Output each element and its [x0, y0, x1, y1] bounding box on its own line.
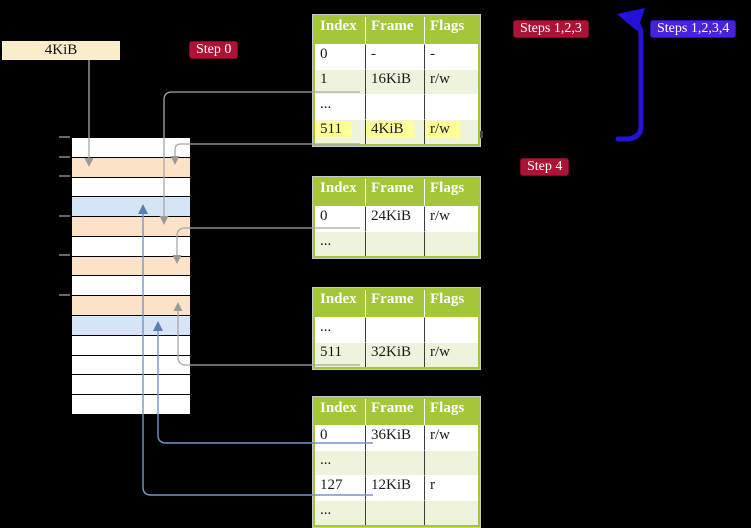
index-cell: 511 [315, 342, 366, 367]
column-header-frame: Frame [366, 179, 425, 206]
page-table-3: Index Frame Flags ... 511 32KiB r/w [312, 287, 481, 370]
memory-frame-row [72, 395, 190, 414]
column-header-index: Index [315, 179, 366, 206]
column-header-flags: Flags [425, 290, 478, 317]
steps-loop-arrow [615, 8, 645, 142]
index-cell: 0 [315, 44, 366, 69]
index-cell: ... [315, 231, 366, 256]
steps-loop-arrow-shaft [615, 18, 644, 142]
memory-frame-row [72, 197, 190, 218]
index-cell: 127 [315, 475, 366, 500]
index-cell: 0 [315, 425, 366, 450]
index-cell: 0 [315, 206, 366, 231]
frame-cell: - [366, 44, 425, 69]
address-tick-marks [59, 136, 70, 296]
flags-cell [425, 231, 478, 256]
frame-cell: 32KiB [366, 342, 425, 367]
flags-cell: r/w [425, 425, 478, 450]
column-header-flags: Flags [425, 17, 478, 44]
flags-cell [425, 500, 478, 525]
physical-memory-stack [71, 137, 191, 415]
step4-label: Step 4 [520, 158, 570, 176]
memory-frame-row [72, 296, 190, 317]
flags-cell: r/w [425, 69, 478, 94]
steps-loop-arrowhead [617, 8, 645, 31]
column-header-frame: Frame [366, 399, 425, 425]
index-cell: ... [315, 450, 366, 475]
memory-frame-row [72, 236, 190, 257]
frame-cell: 36KiB [366, 425, 425, 450]
memory-frame-row [72, 335, 190, 356]
step0-label: Step 0 [189, 41, 239, 59]
flags-cell: - [425, 44, 478, 69]
flags-cell: r/w [425, 342, 478, 367]
memory-frame-row [72, 138, 190, 158]
column-header-frame: Frame [366, 290, 425, 317]
flags-cell: r/w [425, 206, 478, 231]
flags-cell [425, 317, 478, 342]
highlight: 4KiB [366, 121, 414, 138]
column-header-index: Index [315, 399, 366, 425]
frame-cell [366, 450, 425, 475]
index-cell: ... [315, 317, 366, 342]
column-header-flags: Flags [425, 179, 478, 206]
memory-frame-row [72, 276, 190, 297]
memory-frame-row [72, 355, 190, 376]
memory-frame-row [72, 177, 190, 198]
memory-frame-row [72, 217, 190, 237]
flags-cell [425, 450, 478, 475]
index-cell-highlighted: 511 [315, 119, 366, 144]
page-table-2: Index Frame Flags 0 24KiB r/w ... [312, 176, 481, 259]
highlight: r/w [425, 121, 460, 138]
index-cell: ... [315, 94, 366, 119]
memory-frame-row [72, 316, 190, 336]
steps-1234-label: Steps 1,2,3,4 [650, 20, 737, 38]
index-cell: 1 [315, 69, 366, 94]
page-table-1: Index Frame Flags 0 - - 1 16KiB r/w ... … [312, 14, 481, 147]
flags-cell: r [425, 475, 478, 500]
page-table-4: Index Frame Flags 0 36KiB r/w ... 127 12… [312, 396, 481, 528]
frame-cell: 12KiB [366, 475, 425, 500]
frame-cell [366, 500, 425, 525]
page-size-label: 4KiB [2, 41, 120, 60]
frame-cell [366, 94, 425, 119]
memory-frame-row [72, 157, 190, 178]
memory-frame-row [72, 256, 190, 277]
steps-123-label: Steps 1,2,3 [513, 20, 589, 38]
frame-cell: 24KiB [366, 206, 425, 231]
column-header-frame: Frame [366, 17, 425, 44]
flags-cell [425, 94, 478, 119]
flags-cell-highlighted: r/w [425, 119, 478, 144]
highlight: 511 [315, 121, 352, 138]
frame-cell [366, 317, 425, 342]
frame-cell-highlighted: 4KiB [366, 119, 425, 144]
column-header-flags: Flags [425, 399, 478, 425]
index-cell: ... [315, 500, 366, 525]
column-header-index: Index [315, 17, 366, 44]
frame-cell: 16KiB [366, 69, 425, 94]
column-header-index: Index [315, 290, 366, 317]
memory-frame-row [72, 375, 190, 396]
table1-row511-right-nub [480, 131, 483, 138]
frame-cell [366, 231, 425, 256]
